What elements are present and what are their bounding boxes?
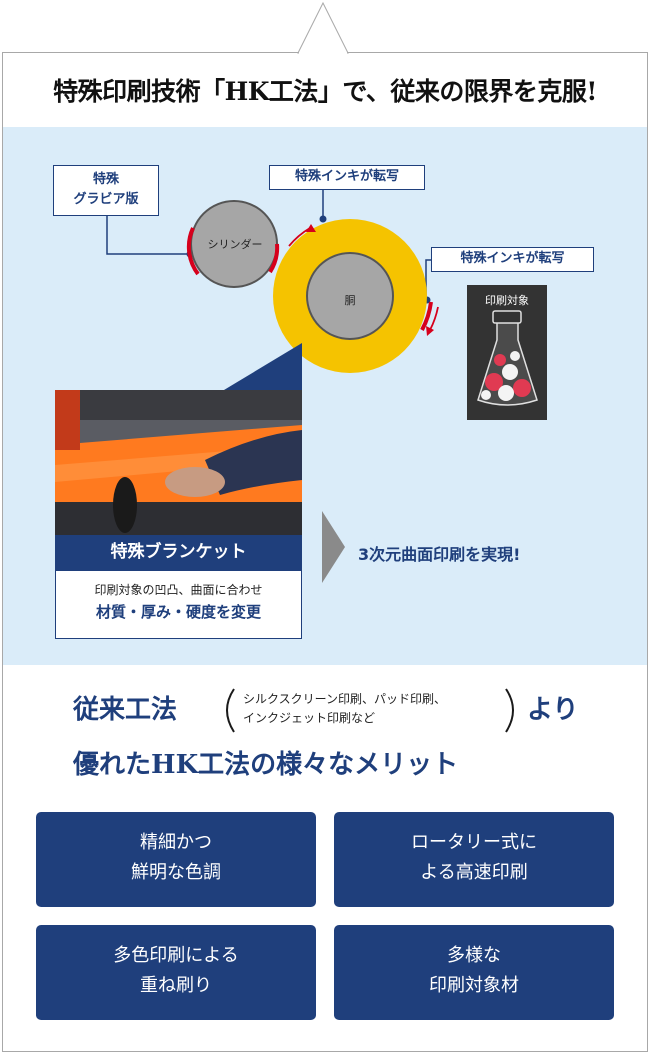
merit-card-multicolor: 多色印刷による 重ね刷り <box>36 925 316 1020</box>
result-arrow-icon <box>322 511 345 583</box>
zoom-callout <box>224 343 302 390</box>
merit-card-line2: 鮮明な色調 <box>131 862 221 883</box>
merit-card-line1: 多色印刷による <box>113 945 239 966</box>
gravure-plate-label: 特殊 グラビア版 <box>53 165 159 216</box>
gravure-ink-arc <box>186 227 200 276</box>
merit-card-fine-color: 精細かつ 鮮明な色調 <box>36 812 316 907</box>
ink-transfer-label-1: 特殊インキが転写 <box>269 165 425 190</box>
cylinder-label: シリンダー <box>207 238 263 251</box>
merit-card-line1: 多様な <box>447 945 501 966</box>
gravure-label-line2: グラビア版 <box>73 192 139 207</box>
drum-ink-arc <box>420 301 433 331</box>
merit-card-line1: 精細かつ <box>140 832 212 853</box>
merits-heading-line2: 優れたHK工法の様々なメリット <box>73 750 459 780</box>
merit-card-line2: 印刷対象材 <box>429 975 519 996</box>
merit-card-line2: 重ね刷り <box>140 975 212 996</box>
merits-heading-start: 従来工法 <box>73 695 178 725</box>
merit-card-line2: よる高速印刷 <box>420 862 528 883</box>
blanket-subtitle: 印刷対象の凹凸、曲面に合わせ <box>94 583 263 597</box>
bubble-pointer <box>297 1 349 55</box>
merit-card-materials: 多様な 印刷対象材 <box>334 925 614 1020</box>
print-target-label: 印刷対象 <box>485 294 529 307</box>
parentheses <box>226 688 514 733</box>
merits-heading-end: より <box>527 695 579 725</box>
print-target-vase-icon <box>477 310 538 406</box>
special-blanket-box: 特殊ブランケット 印刷対象の凹凸、曲面に合わせ 材質・厚み・硬度を変更 <box>55 535 302 639</box>
ink-transfer-label-2: 特殊インキが転写 <box>431 247 594 272</box>
rotation-arrowhead-2 <box>426 326 434 336</box>
result-text: 3次元曲面印刷を実現! <box>358 545 521 564</box>
paren-line2: インクジェット印刷など <box>243 711 376 725</box>
blanket-photo <box>55 390 302 535</box>
merit-card-line1: ロータリー式に <box>411 832 537 853</box>
blanket-main-text: 材質・厚み・硬度を変更 <box>95 603 261 621</box>
rotation-arrowhead-1 <box>306 224 316 232</box>
page-title: 特殊印刷技術「HK工法」で、従来の限界を克服! <box>53 77 597 106</box>
blanket-title: 特殊ブランケット <box>56 536 301 571</box>
paren-line1: シルクスクリーン印刷、パッド印刷、 <box>243 692 447 706</box>
drum-label: 胴 <box>344 294 356 307</box>
ink1-contact-dot <box>319 215 327 223</box>
drum-core <box>306 252 394 340</box>
gravure-label-line1: 特殊 <box>92 172 119 187</box>
gravure-connector <box>106 216 190 255</box>
cylinder-ink-arc <box>268 243 280 274</box>
merit-card-rotary-speed: ロータリー式に よる高速印刷 <box>334 812 614 907</box>
